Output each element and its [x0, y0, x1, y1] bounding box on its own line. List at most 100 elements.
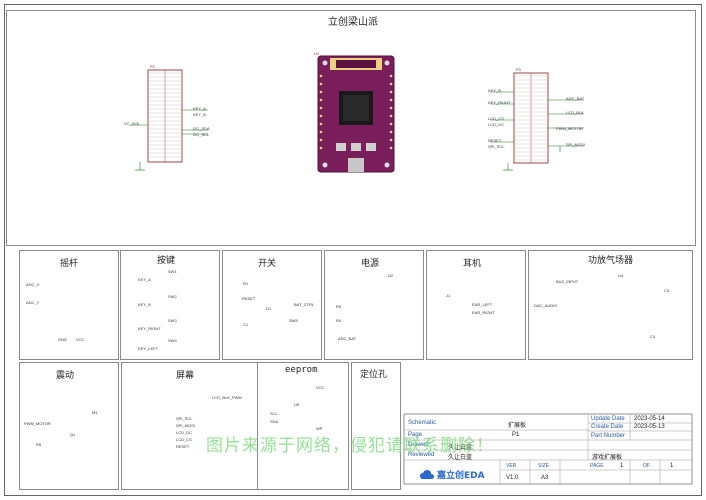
amp-label-dac-audio: DAC_AUDIO: [534, 303, 558, 308]
section-amp-title: 功放气场器: [588, 256, 634, 266]
power-label-r3: R3: [336, 304, 342, 309]
switch-label-r1: R1: [243, 281, 249, 286]
pcb-pad: [319, 138, 323, 142]
net-label-lcd-cs: LCD_CS: [488, 116, 504, 121]
screen-label-reset: RESET: [176, 444, 190, 449]
eeprom-label-wp: WP: [316, 426, 323, 431]
section-eeprom-title: eeprom: [285, 365, 318, 375]
vibration-label-q1: Q1: [70, 432, 76, 437]
pcb-pad: [389, 138, 393, 142]
earphone-label-right: EAR_RIGHT: [472, 310, 495, 315]
pcb-pad: [319, 90, 323, 94]
section-vibration: [19, 362, 119, 490]
vibration-label-r5: R5: [36, 442, 42, 447]
tb-logo: 嘉立创EDA: [420, 468, 485, 481]
net-label-i2c-scl: I2C_SCL: [193, 132, 210, 137]
section-switch-title: 开关: [258, 259, 277, 269]
net-label-i2c-sda: I2C_SDA: [193, 126, 210, 131]
pcb-pad: [319, 98, 323, 102]
power-label-u2: U2: [388, 273, 394, 278]
amp-label-c3: C3: [664, 288, 670, 293]
joystick-label-gnd: GND: [58, 337, 67, 342]
tb-reviewed-value: 久让白蓝: [448, 455, 473, 461]
eeprom-label-scl: SCL: [270, 411, 278, 416]
switch-label-sw5: SW5: [289, 318, 298, 323]
header-right-symbol: [490, 72, 584, 171]
power-label-adc-bat: ADC_BAT: [338, 336, 357, 341]
tb-drawn-label: Drawed: [408, 442, 429, 448]
section-joystick: [19, 250, 119, 360]
designator-header-right: P3: [516, 67, 521, 72]
screen-label-blk-pwm: LCD_BLK_PWM: [212, 395, 242, 400]
pcb-pad: [319, 106, 323, 110]
tb-schematic-value: 扩展板: [508, 423, 527, 429]
screen-label-lcd-cs: LCD_CS: [176, 437, 192, 442]
net-label-adc-bat: ADC_BAT: [566, 96, 585, 101]
net-label-spi-mosi: SPI_MOSI: [566, 142, 585, 147]
net-label-key-b-left: KEY_B: [193, 112, 206, 117]
pcb-pad: [319, 130, 323, 134]
net-label-vc-sol: VC_SOL: [124, 121, 140, 126]
tb-board-name: 游戏扩展板: [592, 455, 623, 461]
pcb-pad: [319, 74, 323, 78]
pcb-pad: [319, 82, 323, 86]
power-label-r4: R4: [336, 318, 342, 323]
pcb-pad: [319, 146, 323, 150]
screen-label-lcd-dc: LCD_DC: [176, 430, 193, 435]
section-power: [324, 250, 424, 360]
eeprom-label-sda: SDA: [270, 419, 279, 424]
eeprom-label-vcc: VCC: [316, 385, 325, 390]
screen-label-spi-scl: SPI_SCL: [176, 416, 193, 421]
tb-schematic-label: Schematic: [408, 420, 437, 426]
section-mount-title: 定位孔: [360, 370, 388, 380]
section-joystick-title: 摇杆: [60, 259, 79, 269]
net-label-lcd-blk: LCD_BLK: [566, 110, 584, 115]
vibration-label-m1: M1: [92, 410, 98, 415]
tb-size-label: SIZE: [538, 463, 550, 469]
pcb-pad: [389, 106, 393, 110]
tb-reviewed-label: Reviewed: [408, 452, 435, 458]
pcb-module-image: [317, 55, 395, 173]
pcb-pad: [319, 114, 323, 118]
title-block-frame: [403, 413, 693, 485]
tb-page-value: P1: [512, 432, 520, 438]
pcb-pad: [389, 98, 393, 102]
section-switch: [222, 250, 322, 360]
joystick-label-adc-x: ADC_X: [26, 282, 40, 287]
tb-of-label: OF: [643, 463, 650, 469]
joystick-label-vcc: VCC: [76, 337, 85, 342]
tb-size-value: A3: [541, 475, 549, 481]
keys-label-sw2: SW2: [168, 294, 177, 299]
net-label-pwm-motor: PWM_MOTOR: [556, 126, 583, 131]
tb-part-label: Part Number: [591, 433, 626, 439]
keys-label-sw4: SW4: [168, 338, 177, 343]
section-mount: [351, 362, 401, 490]
tb-logo-text: 嘉立创EDA: [437, 471, 485, 481]
net-label-key-a: KEY_A: [193, 106, 206, 111]
section-amp: [528, 250, 693, 360]
earphone-label-left: EAR_LEFT: [472, 302, 493, 307]
earphone-label-j1: J1: [446, 293, 451, 298]
tb-update-label: Update Date: [591, 416, 625, 422]
section-power-title: 电源: [361, 259, 380, 269]
designator-module: U1: [314, 51, 320, 56]
net-label-key-right: KEY_RIGHT: [488, 100, 511, 105]
tb-page-num-label: PAGE: [590, 463, 604, 469]
keys-label-key-right: KEY_RIGHT: [138, 326, 161, 331]
section-keys-title: 按键: [157, 256, 176, 266]
net-label-lcd-dc: LCD_DC: [488, 122, 505, 127]
section-eeprom: [257, 362, 349, 490]
section-screen-title: 屏幕: [176, 371, 195, 381]
tb-of-value: 1: [670, 463, 674, 469]
cloud-logo-icon: [420, 469, 434, 479]
keys-label-key-b: KEY_B: [138, 302, 151, 307]
pcb-pad: [389, 122, 393, 126]
tb-create-value: 2023-05-13: [634, 424, 665, 430]
tb-page-num-value: 1: [620, 463, 624, 469]
keys-label-key-a: KEY_A: [138, 277, 151, 282]
pcb-pad: [389, 82, 393, 86]
joystick-label-adc-y: ADC_Y: [26, 300, 40, 305]
section-earphone-title: 耳机: [463, 259, 482, 269]
amp-label-u4: U4: [618, 273, 624, 278]
eeprom-label-u5: U5: [294, 402, 300, 407]
